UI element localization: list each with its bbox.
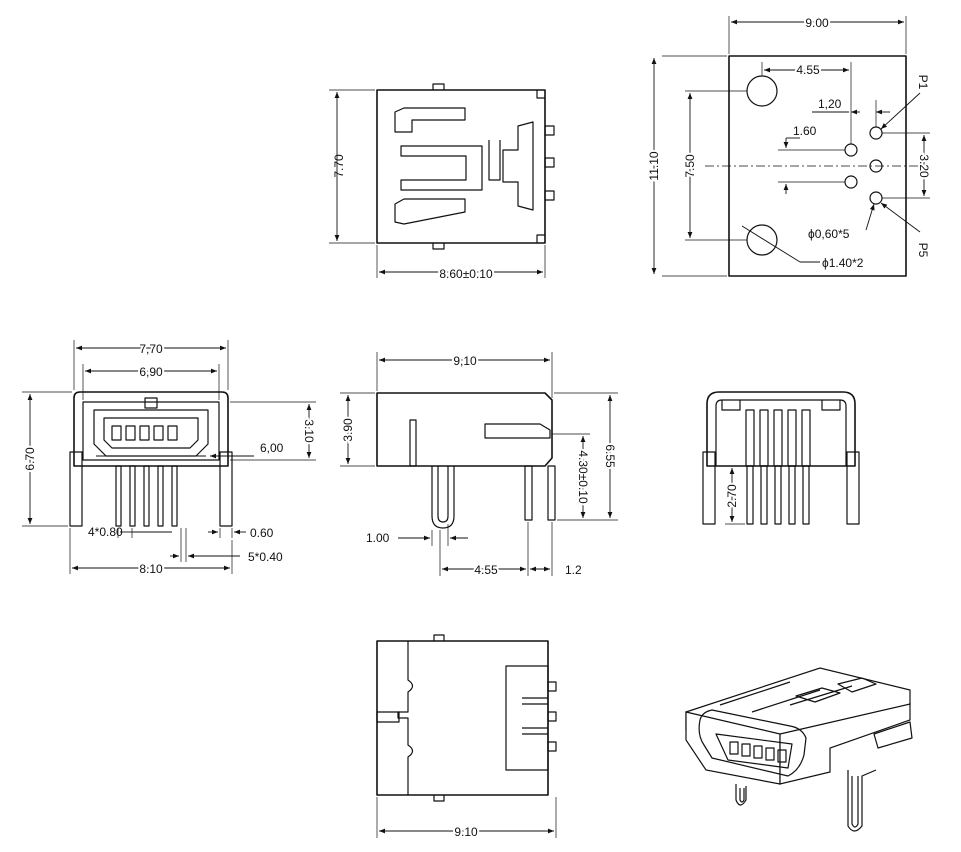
front-base-width-label: 8.10 xyxy=(139,562,163,576)
front-tab-width-label: 0.60 xyxy=(250,526,274,540)
front-pin-width-label: 5*0.40 xyxy=(248,550,283,564)
side-pin-to-back-label: 1.2 xyxy=(565,563,582,577)
side-length-label: 9,10 xyxy=(453,354,477,368)
front-height-label: 6.70 xyxy=(23,447,37,471)
mount-hole-label: ϕ1.40*2 xyxy=(822,256,864,270)
top-width-label: 8.60±0.10 xyxy=(439,267,493,281)
front-slot-width-label: 6,00 xyxy=(260,441,284,455)
pcb-width-label: 9.00 xyxy=(805,16,829,30)
top-view: 7.70 8.60±0.10 xyxy=(329,83,555,283)
pcb-layout-view: 9.00 4.55 1,20 1.60 11.10 7.50 3.20 P1 P… xyxy=(645,14,933,277)
isometric-view xyxy=(685,667,913,832)
rear-pin-length-label: 2.70 xyxy=(725,484,739,508)
pin5-label: P5 xyxy=(916,243,930,258)
rear-view: 2.70 xyxy=(702,391,860,525)
pcb-pin-span-label: 3.20 xyxy=(917,154,931,178)
pcb-pitch-x-label: 1,20 xyxy=(818,97,842,111)
side-pin-height-label: 4.30±0.10 xyxy=(576,450,590,504)
front-opening-height-label: 3.10 xyxy=(302,419,316,443)
bottom-length-label: 9.10 xyxy=(454,825,478,839)
front-pin-pitch-label: 4*0.80 xyxy=(88,525,123,539)
side-tab-thickness-label: 1.00 xyxy=(366,531,390,545)
pin1-label: P1 xyxy=(916,75,930,90)
pcb-offset-x-label: 4.55 xyxy=(796,63,820,77)
pcb-pitch-pin-label: 1.60 xyxy=(793,124,817,138)
front-view: 7,70 6,90 6.70 3.10 6,00 4*0.80 0.60 5*0… xyxy=(21,340,318,578)
pcb-height-label: 11.10 xyxy=(647,151,661,180)
top-height-label: 7.70 xyxy=(332,154,346,178)
pcb-hole-spacing-label: 7.50 xyxy=(683,154,697,178)
side-pin-offset-label: 4.55 xyxy=(474,563,498,577)
bottom-view: 9.10 xyxy=(376,634,557,841)
front-outer-width-label: 7,70 xyxy=(139,342,163,356)
pin-hole-label: ϕ0,60*5 xyxy=(808,227,850,241)
side-overall-height-label: 6.55 xyxy=(603,444,617,468)
front-inner-width-label: 6,90 xyxy=(139,365,163,379)
side-view: 9,10 3.90 6.55 4.30±0.10 1.00 4.55 1.2 xyxy=(339,352,619,579)
side-body-height-label: 3.90 xyxy=(341,418,355,442)
